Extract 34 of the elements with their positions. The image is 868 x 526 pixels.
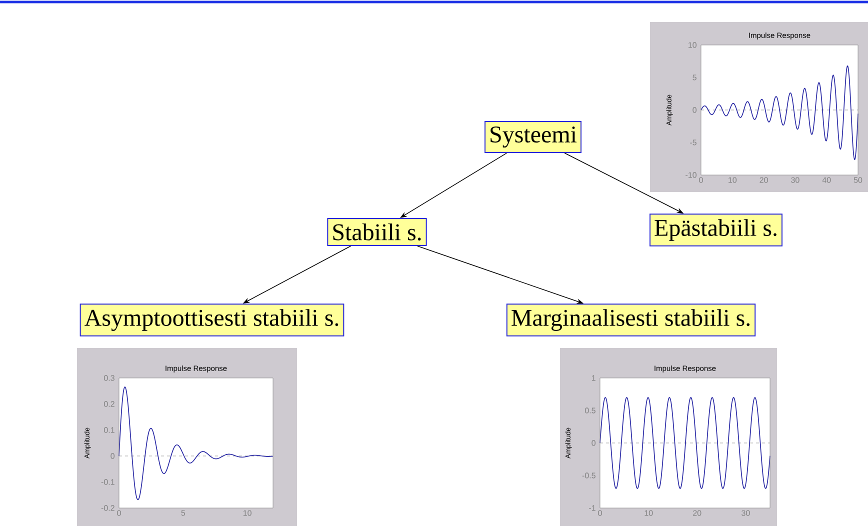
tick-label: 5 <box>692 74 696 80</box>
tick-label: 0.1 <box>104 427 114 433</box>
tick-label: 1 <box>592 375 596 381</box>
tick-label: 30 <box>791 177 800 183</box>
tick-label: 50 <box>854 177 862 183</box>
tick-label: 0 <box>592 440 596 446</box>
tick-label: 5 <box>181 510 186 516</box>
tick-label: 0 <box>692 107 696 113</box>
tick-label: 0.2 <box>104 401 114 407</box>
tick-label: 0 <box>110 453 114 459</box>
category-box: Marginaalisesti stabiili s. <box>506 304 756 336</box>
tick-label: -10 <box>686 172 696 178</box>
tick-label: 10 <box>243 510 252 516</box>
tick-label: 10 <box>644 510 653 516</box>
category-box: Asymptoottisesti stabiili s. <box>80 304 344 336</box>
tick-label: -5 <box>690 140 696 146</box>
tick-label: 30 <box>742 510 750 516</box>
tick-label: 40 <box>822 177 831 183</box>
tick-label: -1 <box>589 505 596 511</box>
tick-label: 0 <box>598 510 602 516</box>
tick-label: 20 <box>693 510 702 516</box>
tick-label: 0 <box>699 177 703 183</box>
tick-label: -0.1 <box>101 479 114 485</box>
tick-label: 10 <box>728 177 737 183</box>
tick-label: 20 <box>760 177 768 183</box>
tick-label: 0 <box>117 510 121 516</box>
tick-label: -0.5 <box>582 472 596 478</box>
tick-label: 10 <box>688 42 696 48</box>
category-box: Stabiili s. <box>327 218 427 246</box>
tick-label: 0.5 <box>585 408 596 414</box>
tick-label: -0.2 <box>101 505 114 511</box>
category-box: Epästabiili s. <box>650 214 782 246</box>
category-box: Systeemi <box>484 120 582 154</box>
tick-label: 0.3 <box>104 375 114 381</box>
